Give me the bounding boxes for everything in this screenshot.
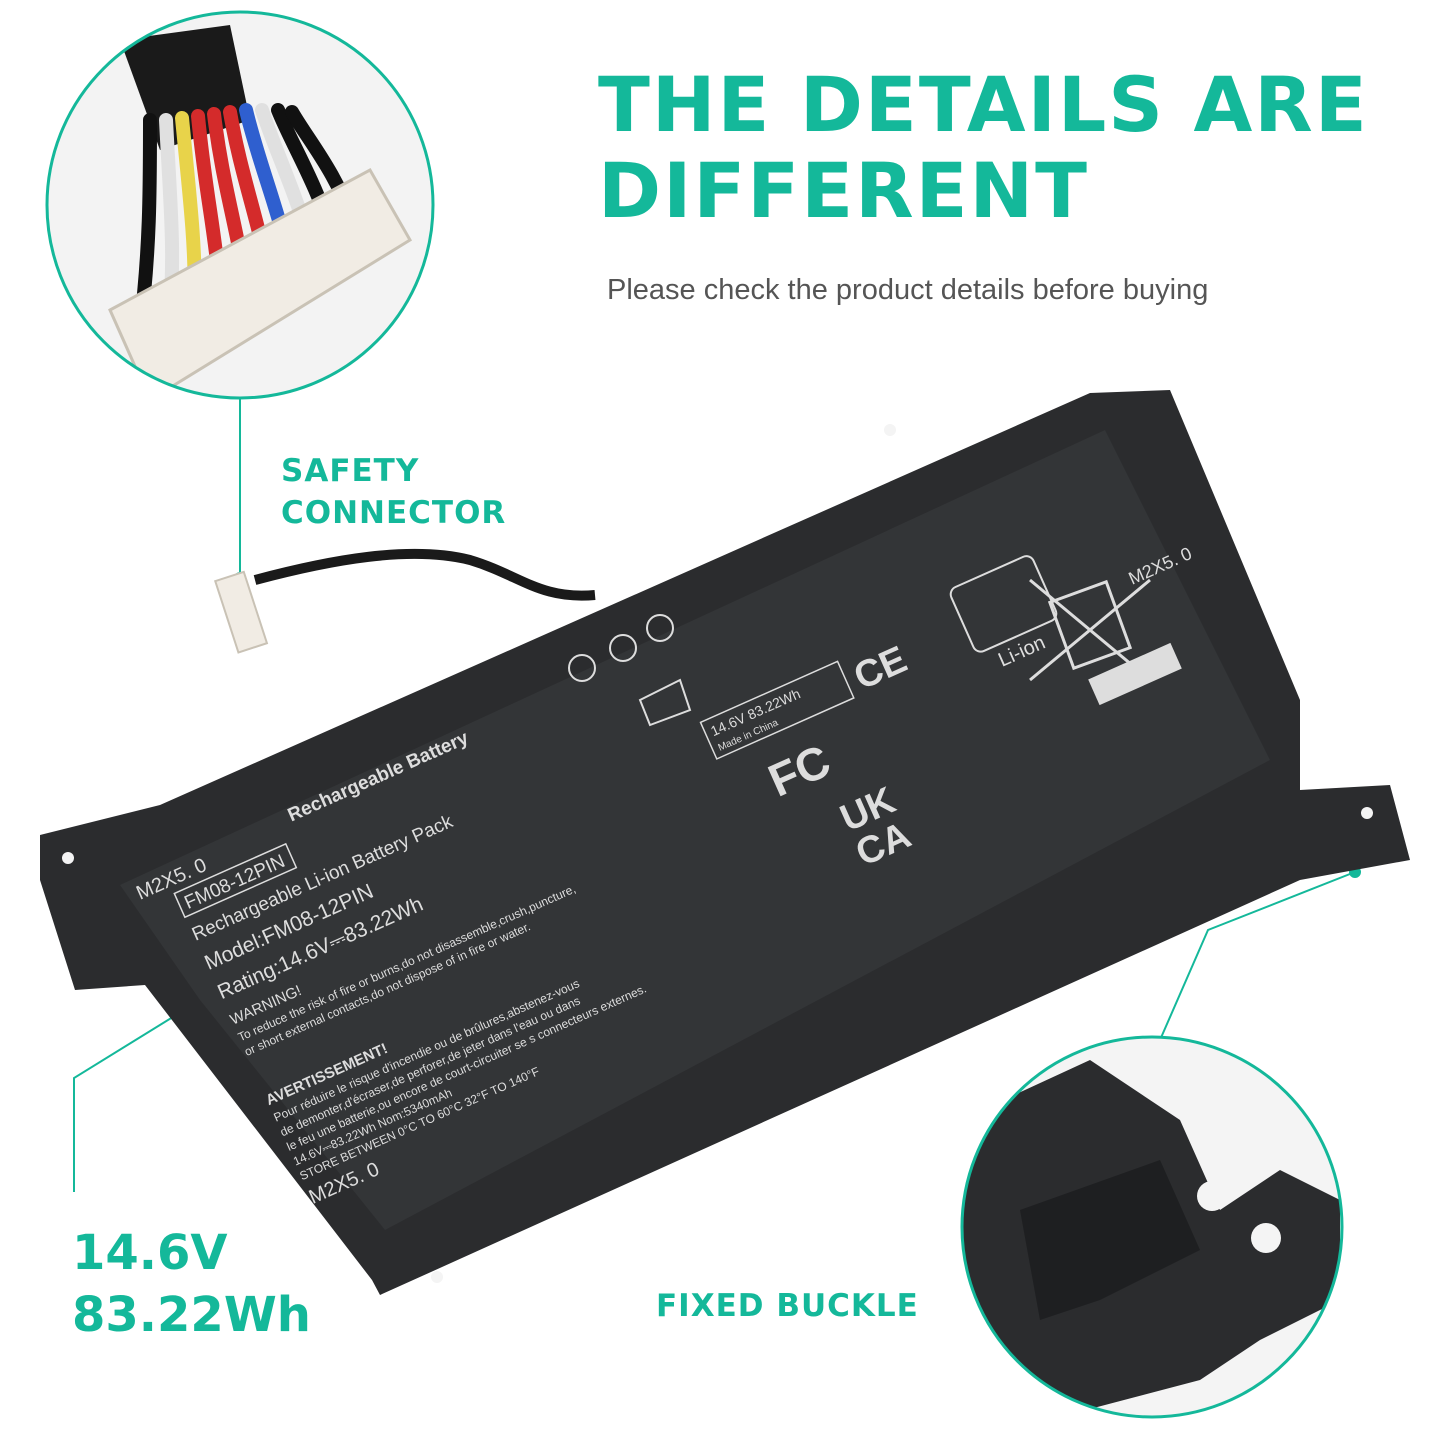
headline-line-2: DIFFERENT — [598, 146, 1089, 235]
battery-cable — [253, 548, 596, 601]
fixed-buckle-label: FIXED BUCKLE — [656, 1288, 919, 1324]
battery-specs: 14.6V 83.22Wh — [72, 1222, 311, 1346]
connector-zoom — [47, 12, 433, 398]
battery-connector-plug — [213, 570, 269, 654]
polarity-icons — [568, 614, 674, 682]
spec-capacity: 83.22Wh — [72, 1287, 311, 1343]
spec-voltage: 14.6V — [72, 1225, 228, 1281]
safety-connector-label: SAFETY CONNECTOR — [281, 450, 506, 534]
safety-connector-line-2: CONNECTOR — [281, 495, 507, 531]
label-model-box — [173, 842, 298, 919]
battery-pack — [40, 390, 1410, 1295]
subtitle: Please check the product details before … — [607, 274, 1209, 306]
buckle-zoom — [962, 1037, 1342, 1417]
headline: THE DETAILS ARE DIFFERENT — [598, 62, 1418, 234]
headline-line-1: THE DETAILS ARE — [598, 60, 1369, 149]
safety-connector-line-1: SAFETY — [281, 453, 420, 489]
recycle-bar-icon — [1088, 642, 1182, 706]
fire-warning-icon — [638, 678, 692, 727]
